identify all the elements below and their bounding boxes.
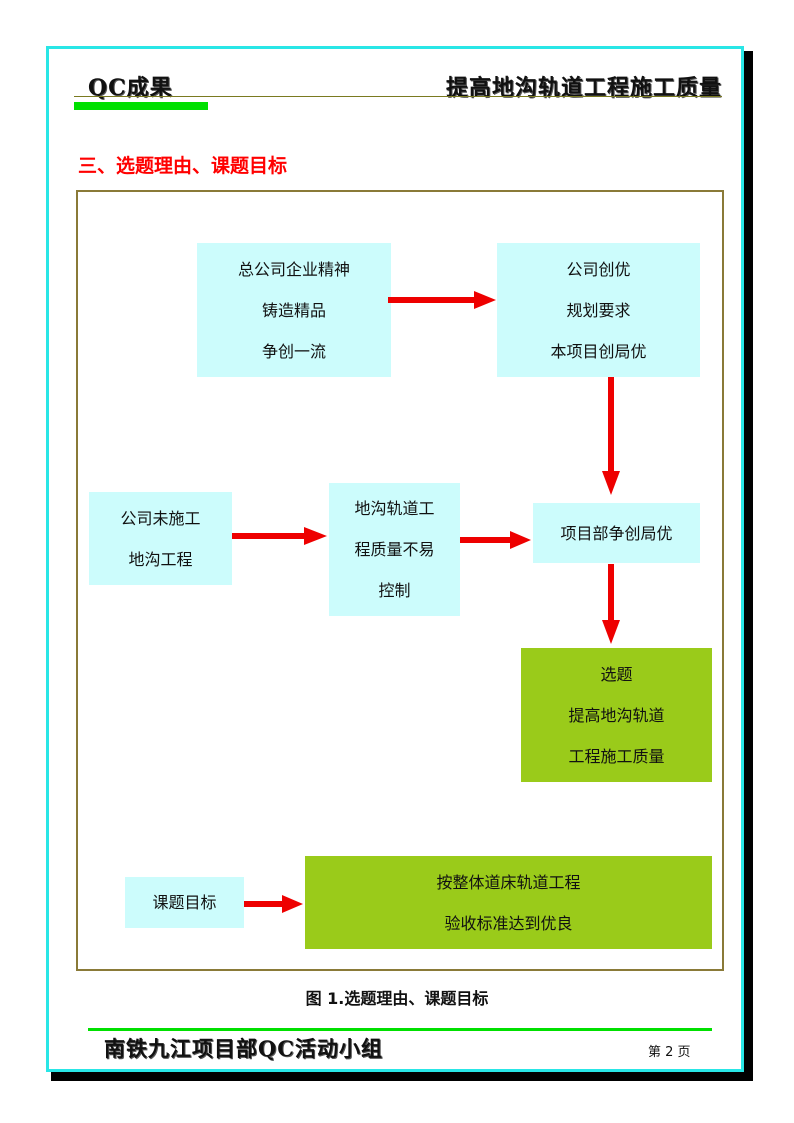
- footer-team-name: 南铁九江项目部QC活动小组: [104, 1036, 384, 1061]
- arrow-right-icon: [388, 291, 496, 309]
- box-text: 公司创优: [566, 259, 631, 279]
- box-text: 总公司企业精神: [237, 259, 350, 279]
- box-text: 争创一流: [261, 341, 326, 361]
- arrow-right-icon: [232, 527, 327, 545]
- box-text: 按整体道床轨道工程: [436, 872, 581, 892]
- arrow-right-icon: [244, 895, 303, 913]
- box-text: 课题目标: [152, 893, 217, 912]
- box-text: 工程施工质量: [568, 746, 665, 766]
- header-left-title: QC成果: [88, 75, 173, 101]
- box-text: 地沟工程: [128, 549, 193, 569]
- arrow-down-icon: [602, 377, 620, 495]
- box-text: 地沟轨道工: [354, 499, 435, 518]
- box-hard-control: 地沟轨道工 程质量不易 控制: [329, 483, 460, 616]
- box-text: 项目部争创局优: [560, 523, 673, 543]
- box-text: 提高地沟轨道: [568, 705, 665, 725]
- box-company-excellence: 公司创优 规划要求 本项目创局优: [497, 243, 700, 377]
- header-green-bar: [74, 102, 208, 110]
- box-text: 公司未施工: [120, 508, 201, 528]
- arrow-right-icon: [460, 531, 531, 549]
- box-text: 本项目创局优: [550, 341, 647, 361]
- header-rule: [74, 96, 722, 97]
- box-text: 程质量不易: [354, 540, 435, 559]
- box-text: 控制: [378, 581, 411, 600]
- arrow-down-icon: [602, 564, 620, 644]
- section-title: 三、选题理由、课题目标: [78, 155, 288, 177]
- box-text: 铸造精品: [261, 300, 326, 320]
- diagram-frame: [76, 190, 724, 971]
- header-right-title: 提高地沟轨道工程施工质量: [445, 75, 722, 101]
- box-topic: 选题 提高地沟轨道 工程施工质量: [521, 648, 712, 782]
- box-goal: 按整体道床轨道工程 验收标准达到优良: [305, 856, 712, 949]
- box-text: 验收标准达到优良: [444, 913, 573, 933]
- box-text: 选题: [600, 664, 633, 684]
- box-no-construction: 公司未施工 地沟工程: [89, 492, 232, 585]
- box-company-spirit: 总公司企业精神 铸造精品 争创一流: [197, 243, 391, 377]
- box-goal-label: 课题目标: [125, 877, 244, 928]
- footer-rule: [88, 1028, 712, 1031]
- page-number: 第 2 页: [648, 1045, 691, 1060]
- box-text: 规划要求: [566, 300, 631, 320]
- figure-caption: 图 1.选题理由、课题目标: [305, 989, 489, 1008]
- box-project-dept: 项目部争创局优: [533, 503, 700, 563]
